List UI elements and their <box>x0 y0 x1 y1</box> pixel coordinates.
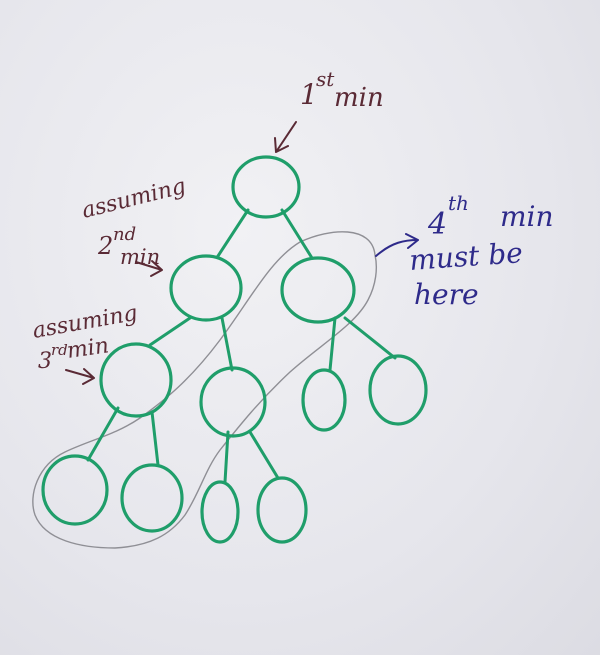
label-fourth-line3: here <box>414 278 479 311</box>
node-lll <box>41 454 109 526</box>
edge-root-right <box>280 208 314 260</box>
arrow-third-min <box>65 368 95 385</box>
node-right <box>280 256 356 324</box>
edge-r-rl <box>328 316 337 372</box>
label-fourth-word: min <box>500 200 554 233</box>
label-second-line3: min <box>120 245 160 269</box>
node-llr <box>120 463 184 533</box>
label-fourth-sup: th <box>448 191 469 215</box>
node-left-left <box>99 342 173 418</box>
label-first-min-sup: st <box>316 67 335 91</box>
node-lrl <box>200 480 240 544</box>
label-third-num: 3 <box>38 349 52 374</box>
label-first-min-word: min <box>334 83 384 113</box>
edge-r-rr <box>343 316 397 360</box>
blue-arrow <box>375 233 419 257</box>
label-third-sup: rd <box>51 341 68 359</box>
node-right-right <box>368 354 428 426</box>
label-fourth-num: 4 <box>427 207 447 242</box>
label-fourth-line2: must be <box>408 236 524 277</box>
maroon-arrows <box>65 121 297 385</box>
edge-ll-lll <box>86 406 120 462</box>
arrow-first-min <box>274 121 297 153</box>
node-root <box>231 155 301 219</box>
candidate-region-outline <box>32 231 377 549</box>
label-third-word: min <box>65 333 110 364</box>
node-right-left <box>301 368 347 432</box>
tree-edges <box>86 208 397 484</box>
edge-lr-lrr <box>248 430 280 480</box>
arrow-second-min <box>135 260 163 277</box>
label-first-min-num: 1 <box>300 78 318 111</box>
node-lrr <box>256 476 308 544</box>
edge-ll-llr <box>150 410 160 467</box>
tree-nodes <box>41 155 428 544</box>
label-second-num: 2 <box>97 232 113 260</box>
node-left-right <box>199 366 267 438</box>
node-left <box>169 254 243 322</box>
label-second-line1: assuming <box>79 174 188 224</box>
edge-root-left <box>216 208 250 258</box>
label-second-sup: nd <box>113 224 136 245</box>
arrow-fourth-min <box>375 233 419 257</box>
edge-lr-lrl <box>223 430 230 484</box>
edge-l-lr <box>220 316 234 372</box>
edge-l-ll <box>148 316 192 347</box>
